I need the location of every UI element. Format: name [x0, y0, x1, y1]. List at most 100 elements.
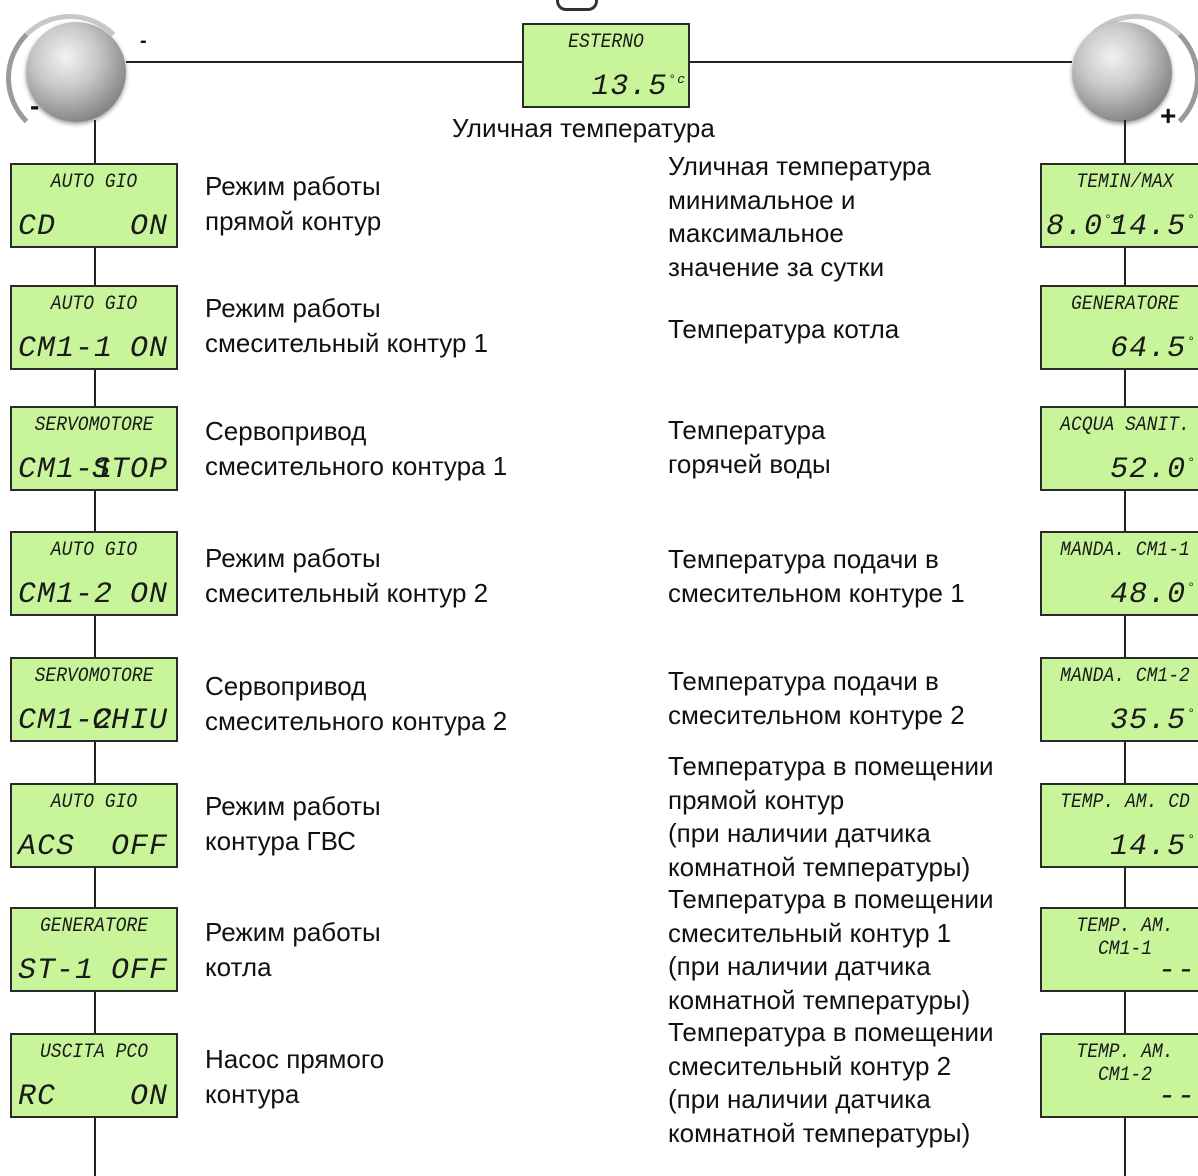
description-line: комнатной температуры) [668, 984, 971, 1015]
top-connector-cap [556, 0, 598, 11]
right-display-7: TEMP. AM. CM1-1-- [1040, 907, 1198, 992]
description-line: смесительный контур 1 [668, 917, 952, 948]
right-display-4: MANDA. CM1-1 48.0° [1040, 531, 1198, 616]
outside-display-title: ESTERNO [568, 31, 644, 54]
value-text: -- [1157, 1080, 1196, 1114]
left-display-circuit: CM1-1 [18, 332, 114, 366]
description-line: Режим работы [205, 917, 381, 947]
description-line: (при наличии датчика [668, 818, 931, 848]
outside-display-value: 13.5°c [591, 70, 686, 104]
right-knob-scale-arc [1072, 14, 1198, 142]
description-line: (при наличии датчика [668, 1084, 931, 1114]
left-display-state: ON [129, 210, 168, 244]
left-display-state: STOP [91, 453, 168, 487]
left-display-state: OFF [110, 954, 168, 988]
left-display-title: USCITA PCO [39, 1041, 149, 1064]
left-column-line [94, 120, 96, 1176]
description-line: минимальное и [668, 184, 856, 215]
value-text: 8.0 [1046, 210, 1104, 244]
description-line: Сервопривод [205, 416, 367, 446]
left-display-circuit: CM1-1 [18, 453, 114, 487]
left-display-title: AUTO GIO [50, 293, 138, 316]
right-display-value: 14.5° [1110, 210, 1196, 244]
description-line: Температура в помещении [668, 1017, 994, 1047]
outside-caption: Уличная температура [452, 113, 715, 143]
value-text: 14.5 [1110, 210, 1187, 244]
right-display-3: ACQUA SANIT. 52.0° [1040, 406, 1198, 491]
left-knob-scale-arc [6, 14, 134, 142]
description-line: Режим работы [205, 171, 381, 201]
value-text: 35.5 [1110, 704, 1187, 738]
left-display-circuit: ACS [18, 830, 76, 864]
right-description-2: Температура котла [668, 313, 899, 347]
top-horizontal-line-left [126, 61, 522, 63]
left-display-title: GENERATORE [39, 915, 149, 938]
left-display-state: CHIU [91, 704, 168, 738]
value-text: 52.0 [1110, 453, 1187, 487]
right-display-title: TEMP. AM. CD [1060, 791, 1190, 814]
right-display-title: MANDA. CM1-1 [1060, 539, 1190, 562]
right-display-title: TEMIN/MAX [1076, 171, 1174, 194]
unit-text: ° [1187, 706, 1196, 721]
description-line: Температура в помещении [668, 884, 994, 914]
description-line: смесительном контуре 1 [668, 577, 965, 608]
description-line: (при наличии датчика [668, 951, 931, 981]
right-display-value: 48.0° [1110, 578, 1196, 612]
right-display-title: MANDA. CM1-2 [1060, 665, 1190, 688]
description-line: комнатной температуры) [668, 851, 971, 882]
value-text: 64.5 [1110, 332, 1187, 366]
left-display-state: ON [129, 578, 168, 612]
right-display-value: 14.5° [1110, 830, 1196, 864]
left-display-title: AUTO GIO [50, 791, 138, 814]
left-display-title: AUTO GIO [50, 171, 138, 194]
right-display-value: -- [1158, 1080, 1196, 1114]
unit-text: ° [1187, 580, 1196, 595]
left-description-3: Сервопривод смесительного контура 1 [205, 414, 507, 484]
right-display-title: GENERATORE [1070, 293, 1180, 316]
left-display-title: SERVOMOTORE [34, 665, 154, 688]
right-display-5: MANDA. CM1-2 35.5° [1040, 657, 1198, 742]
description-line: прямой контур [205, 206, 382, 236]
description-line: Температура подачи в [668, 544, 939, 574]
left-display-circuit: RC [18, 1080, 57, 1114]
description-line: Температура подачи в [668, 666, 939, 696]
left-display-state: ON [129, 332, 168, 366]
left-display-circuit: CM1-2 [18, 704, 114, 738]
description-line: Уличная температура [668, 151, 931, 181]
left-display-title: AUTO GIO [50, 539, 138, 562]
description-line: смесительном контуре 2 [668, 699, 965, 730]
outside-temperature-display: ESTERNO 13.5°c [522, 23, 690, 108]
description-line: максимальное [668, 218, 844, 248]
left-display-state: ON [129, 1080, 168, 1114]
description-line: Сервопривод [205, 671, 367, 701]
unit-text: ° [1187, 455, 1196, 470]
right-knob-plus-sign: + [1160, 100, 1177, 131]
right-display-title: ACQUA SANIT. [1060, 414, 1190, 437]
right-display-value: -- [1158, 954, 1196, 988]
right-knob[interactable] [1072, 22, 1172, 122]
right-display-title: TEMP. AM. CM1-2 [1076, 1041, 1174, 1087]
right-display-value: 64.5° [1110, 332, 1196, 366]
left-knob[interactable] [26, 22, 126, 122]
description-line: смесительного контура 1 [205, 451, 508, 481]
description-line: смесительный контур 2 [205, 578, 489, 608]
right-display-6: TEMP. AM. CD 14.5° [1040, 783, 1198, 868]
left-display-title: SERVOMOTORE [34, 414, 154, 437]
